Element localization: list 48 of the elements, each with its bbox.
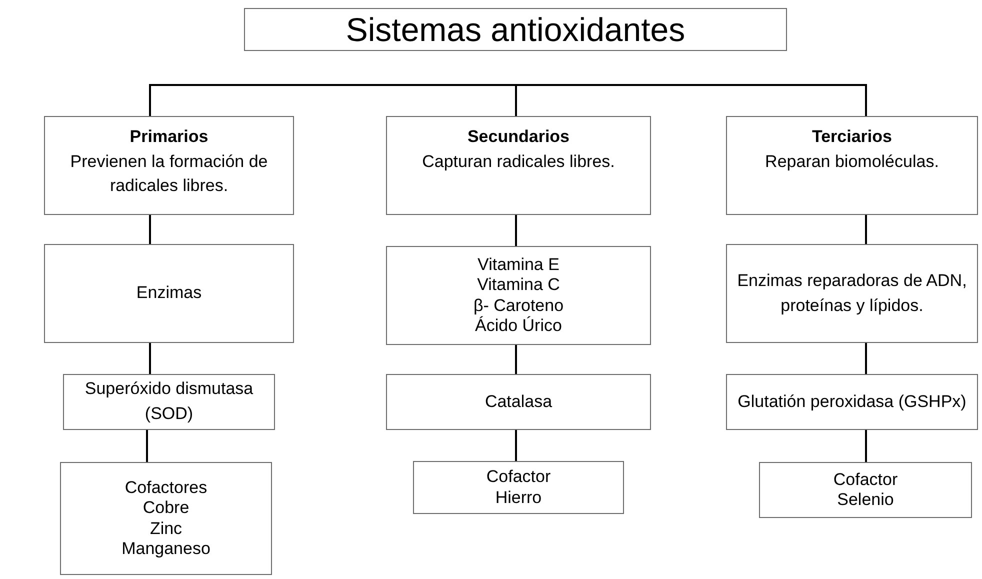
box-text: Enzimas reparadoras de ADN, proteínas y lípidos. xyxy=(736,270,968,316)
connector-line xyxy=(515,345,517,374)
connector-line xyxy=(149,84,517,116)
connector-line xyxy=(865,430,867,462)
list-item-text: Cofactor xyxy=(486,467,551,488)
description-text: Reparan biomoléculas. xyxy=(765,150,939,173)
list-item-text: Cobre xyxy=(142,498,190,518)
list-item-text: Vitamina E xyxy=(478,254,560,276)
list-item-text: Cofactor xyxy=(833,470,898,490)
list-item-text: β- Caroteno xyxy=(473,296,564,316)
list-item-text: Zinc xyxy=(150,518,182,539)
title-text: Sistemas antioxidantes xyxy=(346,10,686,50)
heading-text: Primarios xyxy=(130,126,208,148)
connector-line xyxy=(149,343,151,374)
list-item-text: Cofactores xyxy=(124,478,208,498)
description-text: Previenen la formación de radicales libres. xyxy=(69,150,269,198)
process-box xyxy=(44,244,294,343)
list-item-text: Hierro xyxy=(495,488,542,508)
connector-line xyxy=(865,343,867,374)
category-box xyxy=(726,116,978,215)
list-box xyxy=(60,462,272,575)
heading-text: Secundarios xyxy=(467,126,570,148)
connector-line xyxy=(865,215,867,244)
description-text: Capturan radicales libres. xyxy=(422,150,615,173)
box-text: Enzimas xyxy=(136,282,202,304)
box-text: Superóxido dismutasa (SOD) xyxy=(84,378,254,425)
heading-text: Terciarios xyxy=(812,126,892,148)
process-box xyxy=(726,374,978,430)
process-box xyxy=(726,244,978,343)
process-box xyxy=(386,374,651,430)
list-box xyxy=(759,462,972,518)
list-item-text: Manganeso xyxy=(122,538,210,560)
list-item-text: Vitamina C xyxy=(477,275,560,296)
list-box xyxy=(386,246,651,345)
list-box xyxy=(413,461,624,514)
connector-line xyxy=(515,84,867,116)
connector-line xyxy=(146,430,148,462)
list-item-text: Selenio xyxy=(837,490,894,510)
box-text: Catalasa xyxy=(484,390,552,413)
title-box xyxy=(244,8,787,51)
process-box xyxy=(63,374,275,430)
box-text: Glutatión peroxidasa (GSHPx) xyxy=(738,390,966,413)
category-box xyxy=(44,116,294,215)
connector-line xyxy=(515,215,517,246)
category-box xyxy=(386,116,651,215)
connector-line xyxy=(515,430,517,461)
connector-line xyxy=(149,215,151,244)
list-item-text: Ácido Úrico xyxy=(475,316,562,336)
